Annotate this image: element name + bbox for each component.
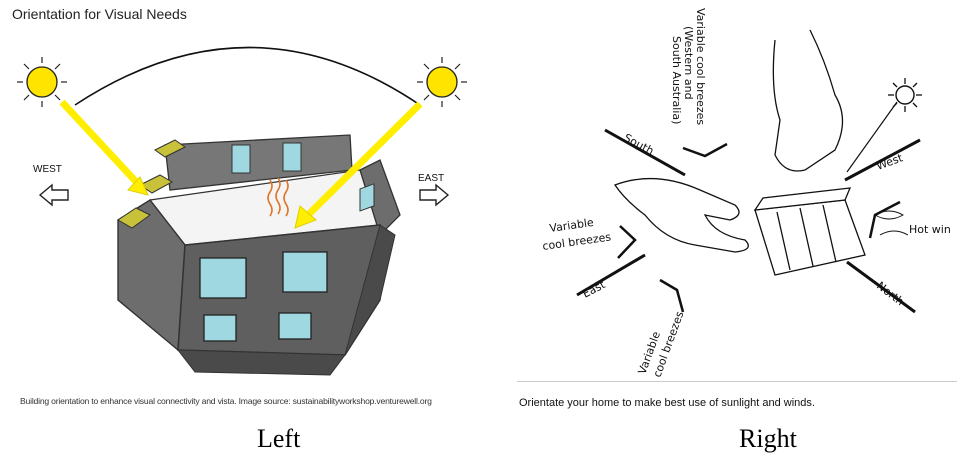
west-label: West	[875, 151, 906, 173]
sunlight-winds-illustration: South West East North Hot win Variable c…	[542, 8, 951, 379]
window	[282, 251, 328, 293]
window	[278, 312, 312, 340]
hands-with-model-illustration	[614, 29, 866, 276]
west-label: WEST	[33, 164, 62, 175]
building-orientation-illustration: WEST EAST	[17, 46, 467, 376]
east-sun-icon	[417, 57, 467, 107]
left-diagram-title: Orientation for Visual Needs	[12, 6, 187, 22]
right-diagram-panel: South West East North Hot win Variable c…	[505, 0, 961, 459]
hot-wind-label: Hot win	[909, 223, 951, 236]
right-footer-label: Right	[739, 424, 797, 453]
window	[203, 314, 237, 342]
variable-breezes-top-line2: (Western and	[682, 26, 695, 100]
window	[199, 257, 247, 299]
west-sun-beam	[59, 99, 143, 189]
south-label: South	[622, 131, 656, 158]
building-illustration	[117, 134, 401, 376]
right-caption: Orientate your home to make best use of …	[519, 397, 815, 409]
east-sun-beam	[302, 101, 423, 221]
west-sun-icon	[17, 57, 67, 107]
left-diagram-panel: Orientation for Visual Needs WE	[12, 6, 467, 453]
variable-breezes-top-line1: Variable cool breezes	[694, 8, 707, 125]
caption-divider	[517, 381, 957, 382]
variable-breezes-top-line3: South Australia)	[670, 36, 683, 124]
sun-path-arc	[74, 46, 421, 106]
heat-waves-icon	[267, 177, 289, 217]
east-arrow-icon	[419, 183, 450, 207]
north-label: North	[874, 279, 906, 308]
east-label: East	[580, 278, 608, 301]
east-label: EAST	[418, 173, 444, 184]
variable-breezes-left-line1: Variable	[549, 216, 595, 235]
left-caption: Building orientation to enhance visual c…	[20, 396, 432, 406]
left-footer-label: Left	[257, 424, 301, 453]
west-arrow-icon	[38, 183, 69, 207]
